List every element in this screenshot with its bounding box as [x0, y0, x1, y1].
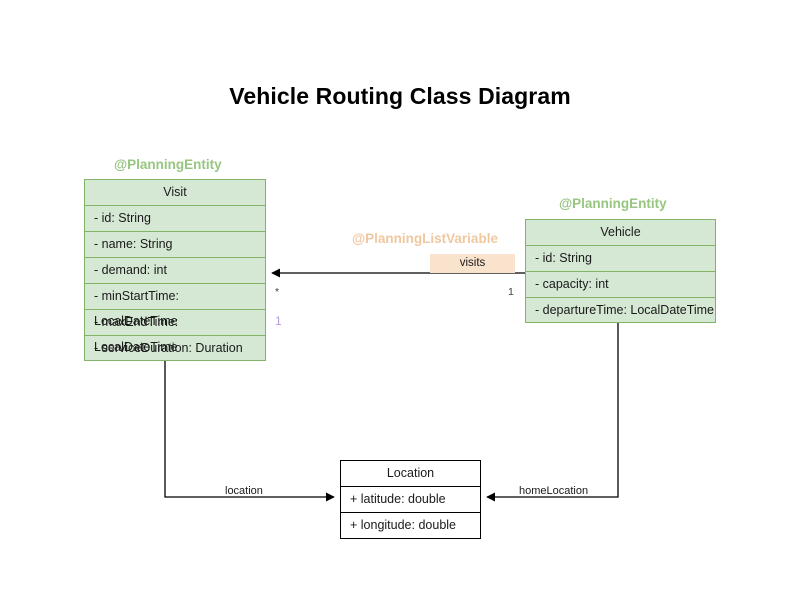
edge-label-location: location: [225, 485, 263, 497]
multiplicity-visit-side: *: [275, 286, 280, 298]
edge-vehicle-homelocation: [486, 322, 619, 502]
annotation-planning-list-variable: @PlanningListVariable: [352, 231, 498, 246]
edge-label-visits: visits: [430, 254, 515, 273]
class-attribute: - minStartTime: LocalDateTime: [85, 284, 265, 328]
class-attribute: - maxEndTime: LocalDateTime: [85, 310, 265, 354]
class-name-visit: Visit: [85, 180, 265, 206]
class-box-visit[interactable]: Visit - id: String - name: String - dema…: [84, 179, 266, 361]
annotation-vehicle-planning-entity: @PlanningEntity: [559, 196, 667, 211]
edge-label-homelocation: homeLocation: [519, 485, 589, 497]
edge-visit-location: [164, 361, 335, 502]
class-name-vehicle: Vehicle: [526, 220, 715, 246]
class-attribute: - departureTime: LocalDateTime: [535, 303, 715, 317]
page-title: Vehicle Routing Class Diagram: [229, 83, 571, 109]
class-attribute: - id: String: [85, 206, 265, 232]
class-attribute: - capacity: int: [526, 272, 715, 298]
class-attribute: - demand: int: [85, 258, 265, 284]
class-name-location: Location: [341, 461, 480, 487]
multiplicity-vehicle-side: 1: [508, 286, 514, 298]
class-box-location[interactable]: Location + latitude: double + longitude:…: [340, 460, 481, 539]
multiplicity-visit-location-side: 1: [275, 314, 282, 328]
class-box-vehicle[interactable]: Vehicle - id: String - capacity: int - d…: [525, 219, 716, 323]
class-attribute: - serviceDuration: Duration: [94, 341, 243, 355]
class-attribute: + longitude: double: [341, 513, 480, 539]
annotation-visit-planning-entity: @PlanningEntity: [114, 157, 222, 172]
class-attribute: + latitude: double: [341, 487, 480, 513]
class-attribute: - name: String: [85, 232, 265, 258]
class-attribute: - id: String: [526, 246, 715, 272]
